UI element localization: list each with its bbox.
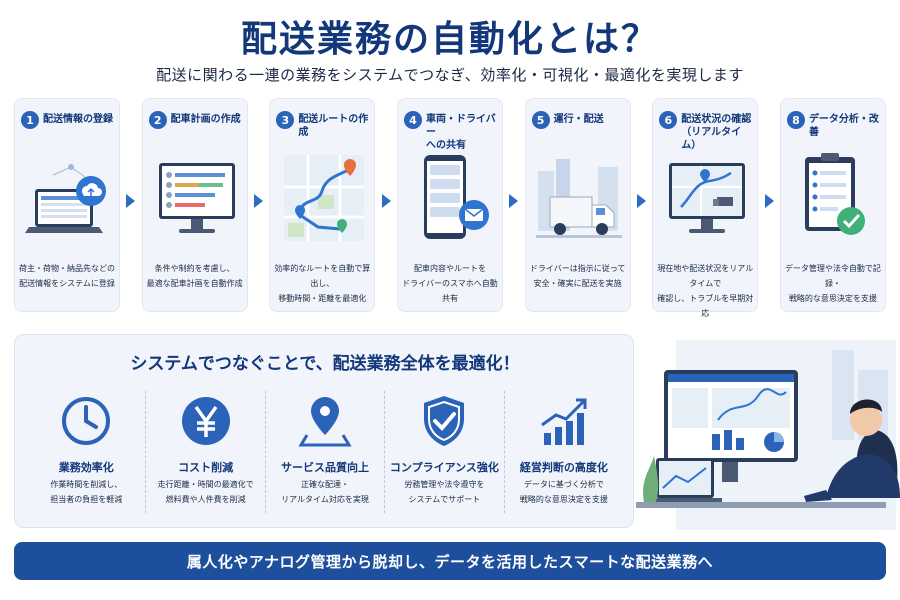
optimization-panel: システムでつなぐことで、配送業務全体を最適化！ 業務効率化 作業時間を削減し、 … [14, 334, 634, 528]
flow-arrow-icon [509, 194, 519, 208]
step-number: 8 [786, 111, 805, 129]
step-title: 配送情報の登録 [43, 114, 113, 125]
step-title: 配車計画の作成 [170, 114, 241, 125]
clipboard-check-icon [804, 153, 865, 235]
benefit-description: 労務管理や法令遵守を システムでサポート [404, 480, 485, 504]
location-pin-icon [298, 397, 352, 447]
benefit-list: 業務効率化 作業時間を削減し、 担当者の負担を軽減 コスト削減 走行距離・時間の… [27, 391, 623, 521]
step-title: 車両・ドライバー への共有 [425, 114, 496, 151]
benefit-title: コンプライアンス強化 [389, 461, 499, 474]
step-card-2: 2 配車計画の作成 条件や制約を考慮し、 最適な配車計画を自動作成 [141, 98, 248, 312]
monitor-schedule-icon [158, 163, 235, 233]
step-number: 1 [21, 111, 39, 129]
benefit-description: 正確な配達・ リアルタイム対応を実現 [281, 480, 369, 504]
monitor-tracking-icon [669, 163, 746, 233]
step-number: 3 [276, 111, 295, 129]
process-flow: 1 配送情報の登録 荷主・荷物・納品先などの 配送情報をシステムに登録 2 配車… [14, 98, 886, 318]
growth-chart-icon [540, 398, 587, 445]
benefit-item: コンプライアンス強化 労務管理や法令遵守を システムでサポート [385, 391, 505, 513]
benefit-title: サービス品質向上 [281, 461, 370, 474]
flow-arrow-icon [253, 194, 263, 208]
benefit-title: 経営判断の高度化 [519, 461, 608, 474]
flow-arrow-icon [764, 194, 774, 208]
flow-arrow-icon [381, 194, 391, 208]
step-description: 荷主・荷物・納品先などの 配送情報をシステムに登録 [19, 264, 115, 288]
step-card-8: 8 データ分析・改善 データ管理や法令自動で記録・ 戦略的な意思決定を支援 [779, 98, 886, 312]
step-card-6: 6 配送状況の確認 （リアルタイム） 現在地や配送状況をリアルタイムで 確認し、… [652, 98, 759, 318]
benefit-description: 作業時間を削減し、 担当者の負担を軽減 [50, 480, 123, 504]
flow-arrow-icon [126, 194, 136, 208]
step-number: 6 [659, 111, 678, 129]
benefit-description: データに基づく分析で 戦略的な意思決定を支援 [519, 480, 608, 504]
page-title: 配送業務の自動化とは？ [240, 19, 659, 60]
benefit-title: コスト削減 [178, 461, 234, 474]
step-card-4: 4 車両・ドライバー への共有 配車内容やルートを ドライバーのスマホへ自動共有 [396, 98, 503, 312]
benefit-item: 業務効率化 作業時間を削減し、 担当者の負担を軽減 [27, 391, 147, 513]
step-description: 効率的なルートを自動で算出し、 移動時間・距離を最適化 [274, 264, 371, 303]
benefit-title: 業務効率化 [58, 461, 114, 474]
step-description: 条件や制約を考慮し、 最適な配車計画を自動作成 [146, 264, 243, 288]
step-card-5: 5 運行・配送 ドライバーは指示に従って 安全・確実に配送を実施 [524, 98, 631, 312]
step-title: 配送状況の確認 （リアルタイム） [681, 114, 752, 151]
step-description: ドライバーは指示に従って 安全・確実に配送を実施 [529, 264, 626, 288]
step-number: 2 [148, 111, 167, 129]
optimization-title: システムでつなぐことで、配送業務全体を最適化！ [130, 354, 520, 374]
step-description: 配車内容やルートを ドライバーのスマホへ自動共有 [402, 264, 498, 303]
step-number: 4 [403, 111, 422, 129]
step-title: 運行・配送 [553, 114, 604, 125]
yen-icon [181, 397, 230, 445]
laptop-cloud-icon [25, 164, 106, 233]
benefit-description: 走行距離・時間の最適化で 燃料費や人件費を削減 [157, 480, 254, 504]
step-card-1: 1 配送情報の登録 荷主・荷物・納品先などの 配送情報をシステムに登録 [14, 98, 120, 312]
step-title: データ分析・改善 [808, 114, 879, 138]
page-subtitle: 配送に関わる一連の業務をシステムでつなぎ、効率化・可視化・最適化を実現します [156, 66, 744, 84]
delivery-truck-icon [535, 159, 622, 238]
step-title: 配送ルートの作成 [298, 114, 369, 138]
clock-icon [62, 397, 111, 445]
step-description: 現在地や配送状況をリアルタイムで 確認し、トラブルを早期対応 [657, 264, 754, 318]
office-worker-illustration [636, 340, 900, 530]
summary-banner: 属人化やアナログ管理から脱却し、データを活用したスマートな配送業務へ [14, 542, 886, 580]
flow-arrow-icon [636, 194, 646, 208]
step-number: 5 [531, 111, 550, 129]
step-card-3: 3 配送ルートの作成 効率的なルートを自動で算出し、 移動時間・距離を最適化 [269, 98, 376, 312]
smartphone-mail-icon [423, 155, 489, 239]
benefit-item: 経営判断の高度化 データに基づく分析で 戦略的な意思決定を支援 [505, 391, 623, 513]
route-map-icon [284, 155, 365, 241]
benefit-item: コスト削減 走行距離・時間の最適化で 燃料費や人件費を削減 [146, 391, 266, 513]
step-description: データ管理や法令自動で記録・ 戦略的な意思決定を支援 [784, 264, 881, 303]
shield-check-icon [424, 396, 465, 446]
benefit-item: サービス品質向上 正確な配達・ リアルタイム対応を実現 [266, 391, 386, 513]
